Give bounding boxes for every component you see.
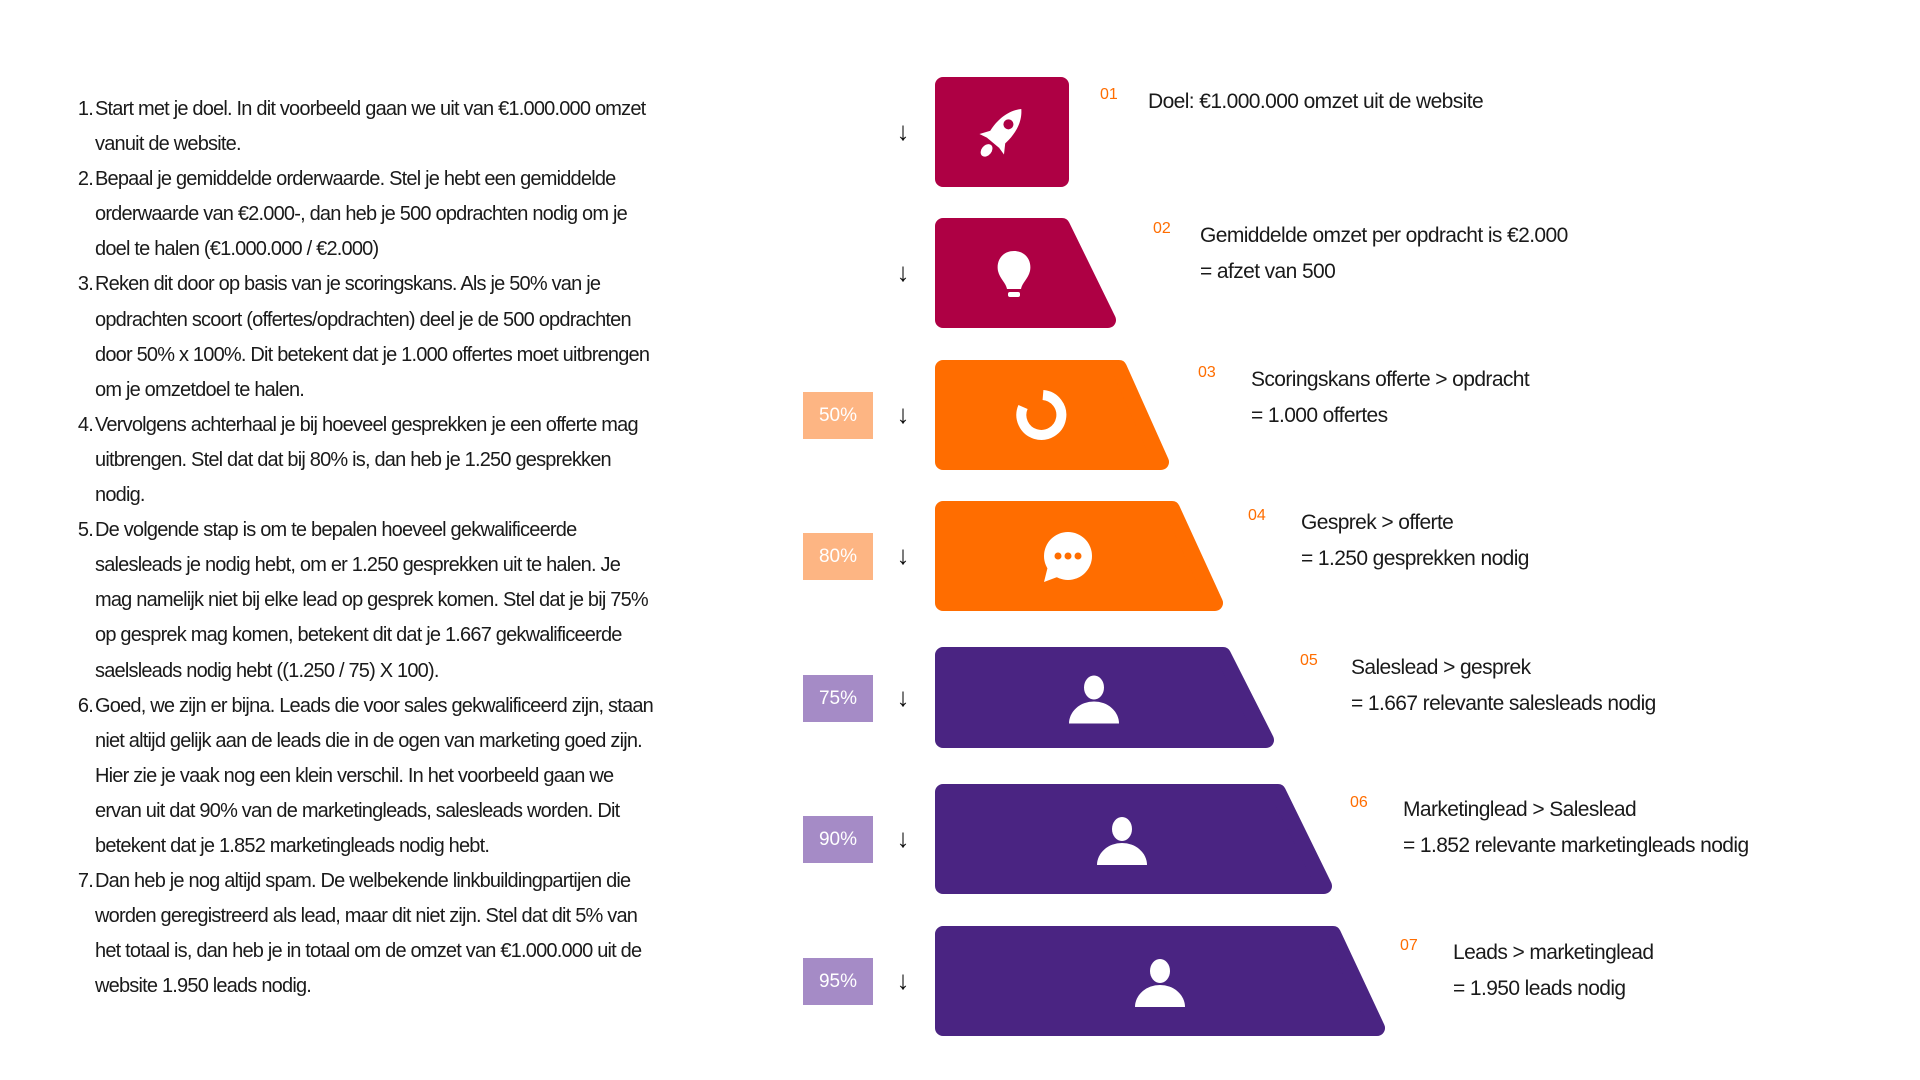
step-number: 6. [77, 694, 94, 717]
step-text-line: op gesprek mag komen, betekent dit dat j… [95, 624, 622, 647]
stage-number: 01 [1100, 86, 1118, 103]
step-item: 1.Start met je doel. In dit voorbeeld ga… [0, 92, 653, 162]
steps-list: 1.Start met je doel. In dit voorbeeld ga… [0, 92, 654, 1004]
step-text-line: Vervolgens achterhaal je bij hoeveel ges… [95, 413, 639, 436]
funnel-stage-05 [935, 647, 1274, 748]
conversion-rate-tag: 90% [803, 816, 873, 863]
arrow-down-icon: ↓ [896, 540, 910, 570]
step-text-line: niet altijd gelijk aan de leads die in d… [95, 729, 643, 752]
stage-number: 04 [1248, 507, 1266, 524]
conversion-rate-tag: 95% [803, 958, 873, 1005]
step-number: 3. [77, 273, 94, 296]
arrow-down-icon: ↓ [896, 257, 910, 287]
chat-bubble-icon [1044, 532, 1092, 582]
step-item: 5.De volgende stap is om te bepalen hoev… [0, 513, 653, 688]
stage-label: Gemiddelde omzet per opdracht is €2.000 [1200, 224, 1568, 247]
step-text-line: ervan uit dat 90% van de marketingleads,… [95, 799, 620, 822]
arrow-down-icon: ↓ [896, 399, 910, 429]
step-text-line: saelsleads nodig hebt ((1.250 / 75) X 10… [95, 659, 439, 682]
step-text-line: doel te halen (€1.000.000 / €2.000) [95, 238, 379, 261]
user-icon [1135, 959, 1185, 1007]
stage-label: = 1.852 relevante marketingleads nodig [1403, 834, 1749, 857]
step-text-line: nodig. [95, 484, 146, 507]
arrow-down-icon: ↓ [896, 823, 910, 853]
stage-label: Saleslead > gesprek [1351, 656, 1531, 679]
lightbulb-icon [997, 251, 1031, 297]
user-icon [1069, 675, 1119, 724]
step-item: 3.Reken dit door op basis van je scoring… [0, 267, 653, 407]
step-number: 1. [77, 98, 94, 120]
stage-number: 05 [1300, 652, 1318, 669]
funnel-stage-03 [935, 360, 1169, 470]
user-icon [1097, 817, 1147, 865]
arrow-down-icon: ↓ [896, 681, 910, 712]
step-text-line: Bepaal je gemiddelde orderwaarde. Stel j… [95, 168, 616, 191]
stage-label: Scoringskans offerte > opdracht [1251, 368, 1530, 391]
step-text-line: website 1.950 leads nodig. [95, 975, 312, 998]
stage-label: Leads > marketinglead [1453, 941, 1654, 964]
stage-label: = afzet van 500 [1200, 260, 1336, 283]
step-text-line: om je omzetdoel te halen. [95, 378, 305, 401]
step-text-line: worden geregistreerd als lead, maar dit … [95, 905, 638, 928]
stage-number: 06 [1350, 794, 1368, 811]
step-item: 2.Bepaal je gemiddelde orderwaarde. Stel… [0, 162, 653, 267]
step-item: 4.Vervolgens achterhaal je bij hoeveel g… [0, 408, 653, 513]
step-text-line: Goed, we zijn er bijna. Leads die voor s… [95, 694, 654, 717]
step-text-line: het totaal is, dan heb je in totaal om d… [95, 940, 642, 963]
step-text-line: vanuit de website. [95, 133, 242, 156]
step-text-line: door 50% x 100%. Dit betekent dat je 1.0… [95, 343, 650, 366]
step-text-line: Hier zie je vaak nog een klein verschil.… [95, 764, 614, 787]
step-text-line: uitbrengen. Stel dat dat bij 80% is, dan… [95, 448, 612, 471]
stage-number: 02 [1153, 220, 1171, 237]
step-number: 2. [77, 168, 94, 191]
stage-label: = 1.000 offertes [1251, 404, 1388, 427]
stage-label: = 1.950 leads nodig [1453, 977, 1626, 1000]
stage-label: Doel: €1.000.000 omzet uit de website [1148, 90, 1484, 113]
step-number: 7. [77, 870, 94, 893]
stage-number: 03 [1198, 364, 1216, 381]
step-text-line: betekent dat je 1.852 marketingleads nod… [95, 834, 490, 857]
step-number: 5. [77, 519, 94, 542]
step-text-line: opdrachten scoort (offertes/opdrachten) … [95, 308, 632, 331]
stage-label: Gesprek > offerte [1301, 511, 1454, 534]
stage-number: 07 [1400, 937, 1418, 954]
step-number: 4. [77, 413, 94, 436]
step-item: 7.Dan heb je nog altijd spam. De welbeke… [0, 864, 653, 1004]
step-text-line: Reken dit door op basis van je scoringsk… [95, 273, 601, 296]
step-text-line: De volgende stap is om te bepalen hoevee… [95, 519, 577, 542]
conversion-rate-tag: 75% [803, 674, 873, 722]
stage-label: = 1.667 relevante salesleads nodig [1351, 692, 1656, 715]
step-text-line: salesleads je nodig hebt, om er 1.250 ge… [95, 554, 621, 577]
progress-ring-icon [1016, 390, 1067, 440]
arrow-down-icon: ↓ [896, 116, 910, 146]
step-item: 6.Goed, we zijn er bijna. Leads die voor… [0, 689, 654, 864]
stage-label: = 1.250 gesprekken nodig [1301, 547, 1529, 570]
arrow-down-icon: ↓ [896, 965, 910, 995]
step-text-line: Dan heb je nog altijd spam. De welbekend… [95, 870, 631, 893]
step-text-line: orderwaarde van €2.000-, dan heb je 500 … [95, 203, 628, 226]
conversion-rate-tag: 50% [803, 392, 873, 439]
conversion-rate-tag: 80% [803, 533, 873, 580]
step-text-line: mag namelijk niet bij elke lead op gespr… [95, 589, 649, 612]
step-text-line: Start met je doel. In dit voorbeeld gaan… [95, 98, 646, 120]
rocket-icon [979, 109, 1022, 157]
funnel-stage-06 [935, 784, 1332, 894]
stage-label: Marketinglead > Saleslead [1403, 798, 1637, 821]
